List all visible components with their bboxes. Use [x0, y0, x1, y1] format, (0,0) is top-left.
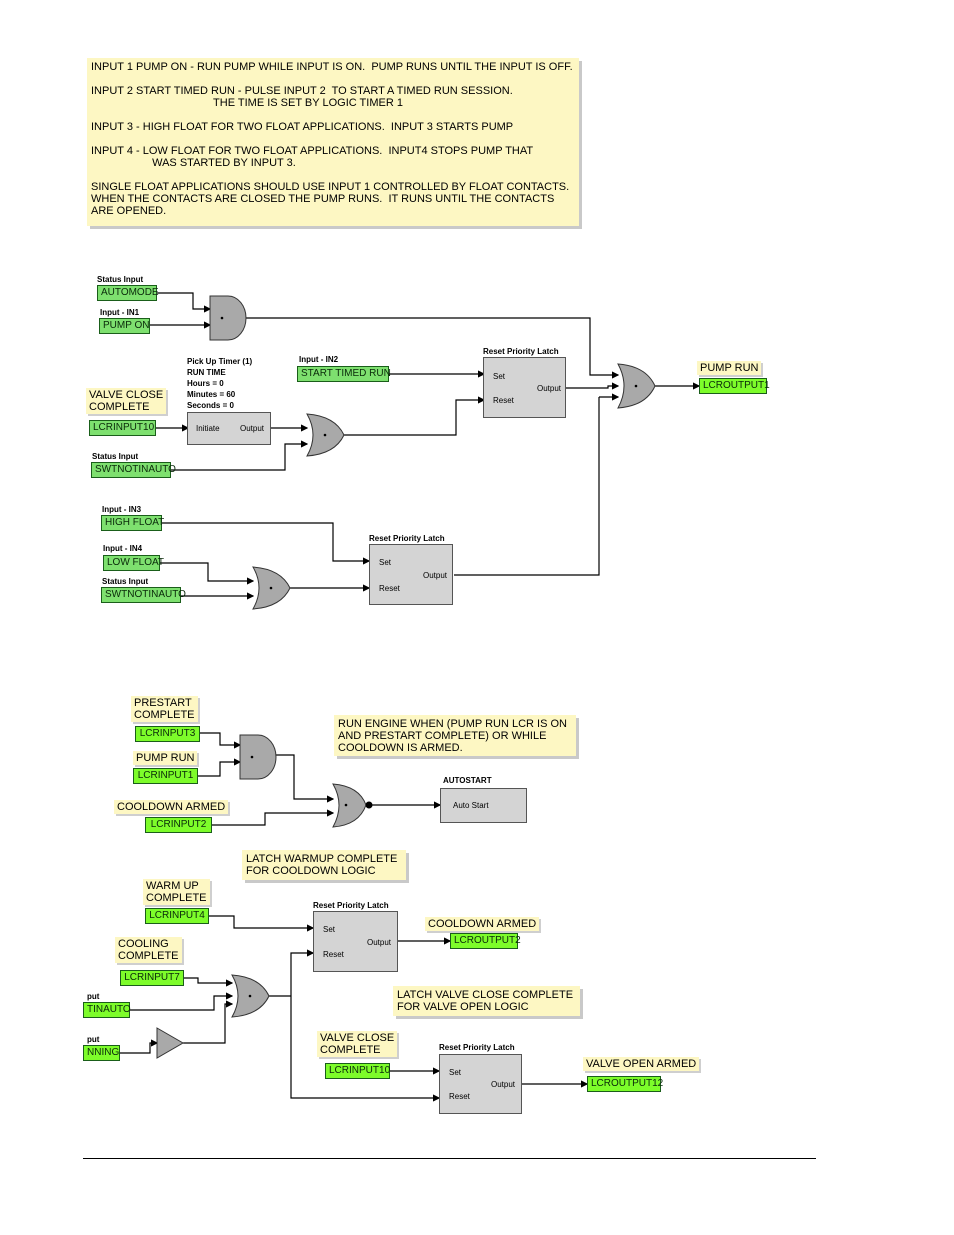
- status-input-caption-3: Status Input: [102, 577, 149, 586]
- input-in2-caption: Input - IN2: [299, 355, 339, 364]
- description-note: INPUT 1 PUMP ON - RUN PUMP WHILE INPUT I…: [87, 58, 579, 226]
- reset-priority-latch-4[interactable]: Set Output Reset: [439, 1054, 522, 1114]
- footer-rule: [83, 1158, 816, 1159]
- and-gate: [239, 734, 277, 780]
- autostart-caption: AUTOSTART: [443, 776, 492, 785]
- timer-output-pin: Output: [240, 424, 265, 433]
- status-input-caption-2: Status Input: [92, 452, 139, 461]
- valve-open-armed-label: VALVE OPEN ARMED: [583, 1057, 700, 1071]
- automode-input[interactable]: AUTOMODE: [97, 285, 159, 301]
- nning-input[interactable]: NNING: [83, 1045, 120, 1061]
- latch-output-pin: Output: [367, 938, 392, 947]
- latch-warmup-note: LATCH WARMUP COMPLETE FOR COOLDOWN LOGIC: [242, 850, 406, 880]
- lcrinput3-input[interactable]: LCRINPUT3: [135, 726, 200, 742]
- swtnotinauto-input[interactable]: SWTNOTINAUTO: [91, 462, 176, 478]
- latch-set-pin: Set: [493, 372, 506, 381]
- input-in3-caption: Input - IN3: [102, 505, 142, 514]
- timer-initiate-pin: Initiate: [196, 424, 220, 433]
- not-gate: [156, 1027, 185, 1059]
- lcrinput7-input[interactable]: LCRINPUT7: [120, 970, 184, 986]
- reset-priority-latch-2[interactable]: Set Output Reset: [369, 544, 453, 605]
- cooling-complete-label: COOLING COMPLETE: [115, 937, 182, 963]
- pump-run-label: PUMP RUN: [697, 361, 762, 375]
- latch-1-caption: Reset Priority Latch: [483, 347, 559, 356]
- latch-reset-pin: Reset: [323, 950, 344, 959]
- latch-output-pin: Output: [537, 384, 562, 393]
- latch-reset-pin: Reset: [449, 1092, 470, 1101]
- lcrinput1-input[interactable]: LCRINPUT1: [133, 768, 198, 784]
- lcroutput12-output[interactable]: LCROUTPUT12: [587, 1076, 663, 1092]
- lcrinput10-input-2[interactable]: LCRINPUT10: [325, 1063, 390, 1079]
- nor-gate: [332, 783, 367, 828]
- lcroutput1-output[interactable]: LCROUTPUT1: [699, 378, 770, 394]
- latch-output-pin: Output: [491, 1080, 516, 1089]
- and-gate: [209, 295, 247, 341]
- reset-priority-latch-3[interactable]: Set Output Reset: [313, 911, 398, 972]
- prestart-complete-label: PRESTART COMPLETE: [131, 696, 198, 722]
- pump-run-label-2: PUMP RUN: [133, 751, 198, 765]
- reset-priority-latch-1[interactable]: Set Output Reset: [483, 357, 566, 418]
- high-float-input[interactable]: HIGH FLOAT: [101, 515, 164, 531]
- latch-reset-pin: Reset: [493, 396, 514, 405]
- cooldown-armed-label-2: COOLDOWN ARMED: [425, 917, 540, 931]
- start-timed-run-input[interactable]: START TIMED RUN: [297, 366, 391, 382]
- valve-close-complete-label-2: VALVE CLOSE COMPLETE: [317, 1031, 398, 1057]
- latch-2-caption: Reset Priority Latch: [369, 534, 445, 543]
- cooldown-armed-label: COOLDOWN ARMED: [114, 800, 229, 814]
- nor-bubble: [365, 801, 373, 809]
- status-input-caption: Status Input: [97, 275, 144, 284]
- latch-3-caption: Reset Priority Latch: [313, 901, 389, 910]
- low-float-input[interactable]: LOW FLOAT: [103, 555, 164, 571]
- put-caption-2: put: [87, 1035, 100, 1044]
- put-caption-1: put: [87, 992, 100, 1001]
- latch-set-pin: Set: [379, 558, 392, 567]
- latch-4-caption: Reset Priority Latch: [439, 1043, 515, 1052]
- lcrinput10-input[interactable]: LCRINPUT10: [89, 420, 156, 436]
- timer-caption: Pick Up Timer (1) RUN TIME Hours = 0 Min…: [187, 357, 253, 410]
- autostart-block[interactable]: Auto Start: [440, 788, 527, 823]
- auto-start-pin: Auto Start: [453, 801, 489, 810]
- pick-up-timer-block[interactable]: Initiate Output: [187, 412, 271, 445]
- run-engine-note: RUN ENGINE WHEN (PUMP RUN LCR IS ON AND …: [334, 715, 576, 756]
- pump-on-input[interactable]: PUMP ON: [99, 318, 150, 334]
- lcrinput4-input[interactable]: LCRINPUT4: [145, 908, 209, 924]
- tinauto-input[interactable]: TINAUTO: [83, 1002, 131, 1018]
- lcroutput2-output[interactable]: LCROUTPUT2: [450, 933, 521, 949]
- input-in1-caption: Input - IN1: [100, 308, 140, 317]
- input-in4-caption: Input - IN4: [103, 544, 143, 553]
- latch-output-pin: Output: [423, 571, 448, 580]
- latch-reset-pin: Reset: [379, 584, 400, 593]
- latch-valve-note: LATCH VALVE CLOSE COMPLETE FOR VALVE OPE…: [393, 986, 580, 1016]
- latch-set-pin: Set: [323, 925, 336, 934]
- warm-up-complete-label: WARM UP COMPLETE: [143, 879, 210, 905]
- valve-close-complete-label: VALVE CLOSE COMPLETE: [86, 388, 167, 414]
- lcrinput2-input[interactable]: LCRINPUT2: [145, 817, 212, 833]
- swtnotinauto-input-2[interactable]: SWTNOTINAUTO: [101, 587, 186, 603]
- latch-set-pin: Set: [449, 1068, 462, 1077]
